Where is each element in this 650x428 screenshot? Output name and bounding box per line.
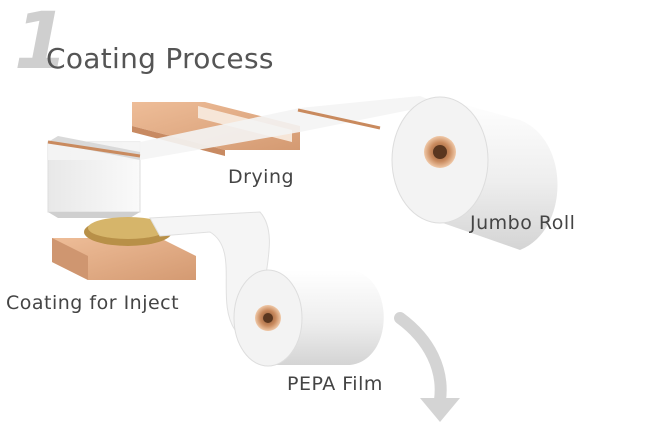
jumbo-roll xyxy=(391,96,558,250)
film-path xyxy=(47,96,440,218)
page-title: Coating Process xyxy=(46,42,274,75)
step-number: 1 xyxy=(14,0,69,87)
coating-label: Coating for Inject xyxy=(6,292,180,314)
drying-label: Drying xyxy=(228,166,295,188)
coating-unit xyxy=(52,217,196,280)
jumbo-roll-label: Jumbo Roll xyxy=(470,212,576,234)
pepa-film-label: PEPA Film xyxy=(287,373,383,395)
pepa-roll xyxy=(233,269,384,367)
output-arrow xyxy=(394,312,460,422)
